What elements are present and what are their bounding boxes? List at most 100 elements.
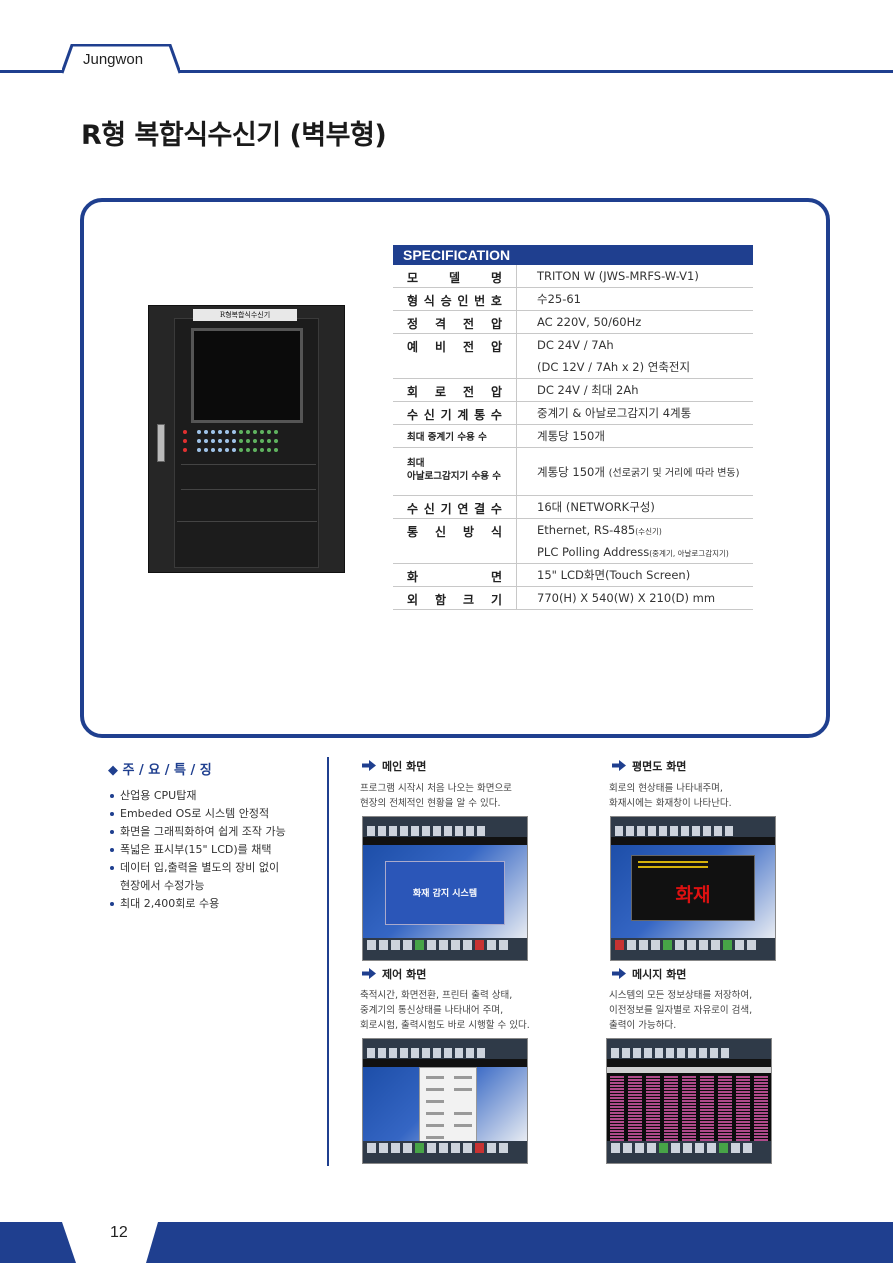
main-screen-title: 메인 화면 xyxy=(362,758,426,774)
floor-screen-image: 화재 xyxy=(610,816,776,961)
main-screen-title-text: 메인 화면 xyxy=(382,760,427,773)
feature-item: 데이터 입,출력을 별도의 장비 없이 xyxy=(110,859,320,877)
arrow-right-icon xyxy=(362,760,376,771)
desc-line: 축적시간, 화면전환, 프린터 출력 상태, xyxy=(360,990,513,1001)
feature-item: 산업용 CPU탑재 xyxy=(110,787,320,805)
control-screen-desc: 축적시간, 화면전환, 프린터 출력 상태, 중계기의 통신상태를 나타내어 주… xyxy=(360,988,600,1033)
feature-item-continued: 현장에서 수정가능 xyxy=(110,877,320,895)
panel-label: R형복합식수신기 xyxy=(193,309,297,321)
main-screen-desc: 프로그램 시작시 처음 나오는 화면으로 현장의 전체적인 현황을 알 수 있다… xyxy=(360,781,600,811)
arrow-right-icon xyxy=(612,968,626,979)
spec-key-line: 아날로그감지기 수용 수 xyxy=(407,471,502,482)
spec-value: 770(H) X 540(W) X 210(D) mm xyxy=(537,591,716,605)
message-screen-image xyxy=(606,1038,772,1164)
desc-line: 현장의 전체적인 현황을 알 수 있다. xyxy=(360,798,501,809)
panel-lower-door xyxy=(177,521,317,571)
control-screen-title-text: 제어 화면 xyxy=(382,968,427,981)
spec-value: AC 220V, 50/60Hz xyxy=(537,315,642,329)
spec-value-note: (수신기) xyxy=(635,527,662,536)
message-log-table xyxy=(607,1067,771,1147)
fire-alert-window: 화재 xyxy=(631,855,755,921)
spec-key-line: 최대 xyxy=(407,458,425,469)
features-title: ◆ 주 / 요 / 특 / 징 xyxy=(108,763,212,778)
features-list: 산업용 CPU탑재 Embeded OS로 시스템 안정적 화면을 그래픽화하여… xyxy=(110,787,320,913)
footer-tab xyxy=(0,1222,170,1263)
feature-item: 화면을 그래픽화하여 쉽게 조작 가능 xyxy=(110,823,320,841)
spec-value: DC 24V / 최대 2Ah xyxy=(537,383,639,397)
spec-value: 수25-61 xyxy=(537,292,581,306)
main-screen-image: 화재 감지 시스템 xyxy=(362,816,528,961)
panel-button-row xyxy=(181,464,316,490)
spec-value-note: (중계기, 아날로그감지기) xyxy=(649,549,729,558)
message-screen-title: 메시지 화면 xyxy=(612,966,686,982)
spec-value: Ethernet, RS-485 xyxy=(537,523,636,537)
main-screen-label: 화재 감지 시스템 xyxy=(385,861,505,925)
desc-line: 회로의 현상태를 나타내주며, xyxy=(609,783,723,794)
floor-screen-title-text: 평면도 화면 xyxy=(632,760,687,773)
desc-line: 화재시에는 화재창이 나타난다. xyxy=(609,798,732,809)
desc-line: 시스템의 모든 정보상태를 저장하여, xyxy=(609,990,753,1001)
spec-value: 계통당 150개 xyxy=(537,429,605,443)
message-screen-desc: 시스템의 모든 정보상태를 저장하여, 이전정보를 일자별로 자유로이 검색, … xyxy=(609,988,849,1033)
spec-value: 계통당 150개 xyxy=(537,464,605,479)
spec-row-max-repeaters: 최대 중계기 수용 수 계통당 150개 xyxy=(393,425,753,448)
spec-value: 중계기 & 아날로그감지기 4계통 xyxy=(537,406,692,420)
page-number: 12 xyxy=(110,1224,128,1241)
spec-heading: SPECIFICATION xyxy=(393,245,753,265)
brand-name: Jungwon xyxy=(83,51,144,68)
header-rule xyxy=(0,70,893,73)
fire-alert-text: 화재 xyxy=(675,884,711,906)
control-screen-title: 제어 화면 xyxy=(362,966,426,982)
floor-screen-title: 평면도 화면 xyxy=(612,758,686,774)
page-title: R형 복합식수신기 (벽부형) xyxy=(81,120,387,151)
panel-door-handle xyxy=(157,424,165,462)
desc-line: 회로시험, 출력시험도 바로 시행할 수 있다. xyxy=(360,1020,530,1031)
spec-value: DC 24V / 7Ah xyxy=(537,338,614,352)
spec-value: (DC 12V / 7Ah x 2) 연축전지 xyxy=(537,360,691,374)
spec-value: 16대 (NETWORK구성) xyxy=(537,500,655,514)
header-tab xyxy=(62,44,180,74)
arrow-right-icon xyxy=(362,968,376,979)
spec-row-max-analog: 최대 아날로그감지기 수용 수 계통당 150개 (선로굵기 및 거리에 따라 … xyxy=(393,448,753,496)
message-screen-title-text: 메시지 화면 xyxy=(632,968,687,981)
spec-value: PLC Polling Address xyxy=(537,545,650,559)
floor-screen-desc: 회로의 현상태를 나타내주며, 화재시에는 화재창이 나타난다. xyxy=(609,781,849,811)
spec-value-note: (선로굵기 및 거리에 따라 변동) xyxy=(608,467,740,479)
desc-line: 이전정보를 일자별로 자유로이 검색, xyxy=(609,1005,753,1016)
feature-item: 폭넓은 표시부(15" LCD)를 채택 xyxy=(110,841,320,859)
receiver-panel-image: R형복합식수신기 xyxy=(148,305,345,573)
desc-line: 프로그램 시작시 처음 나오는 화면으로 xyxy=(360,783,512,794)
section-divider xyxy=(327,757,329,1166)
control-screen-image xyxy=(362,1038,528,1164)
desc-line: 출력이 가능하다. xyxy=(609,1020,677,1031)
feature-item: 최대 2,400회로 수용 xyxy=(110,895,320,913)
feature-item-text: 현장에서 수정가능 xyxy=(120,879,205,892)
spec-value: TRITON W (JWS-MRFS-W-V1) xyxy=(537,269,699,283)
panel-led-grid xyxy=(183,428,311,460)
arrow-right-icon xyxy=(612,760,626,771)
feature-item: Embeded OS로 시스템 안정적 xyxy=(110,805,320,823)
spec-value: 15" LCD화면(Touch Screen) xyxy=(537,568,691,582)
spec-key-text: 최대 중계기 수용 수 xyxy=(407,432,487,443)
